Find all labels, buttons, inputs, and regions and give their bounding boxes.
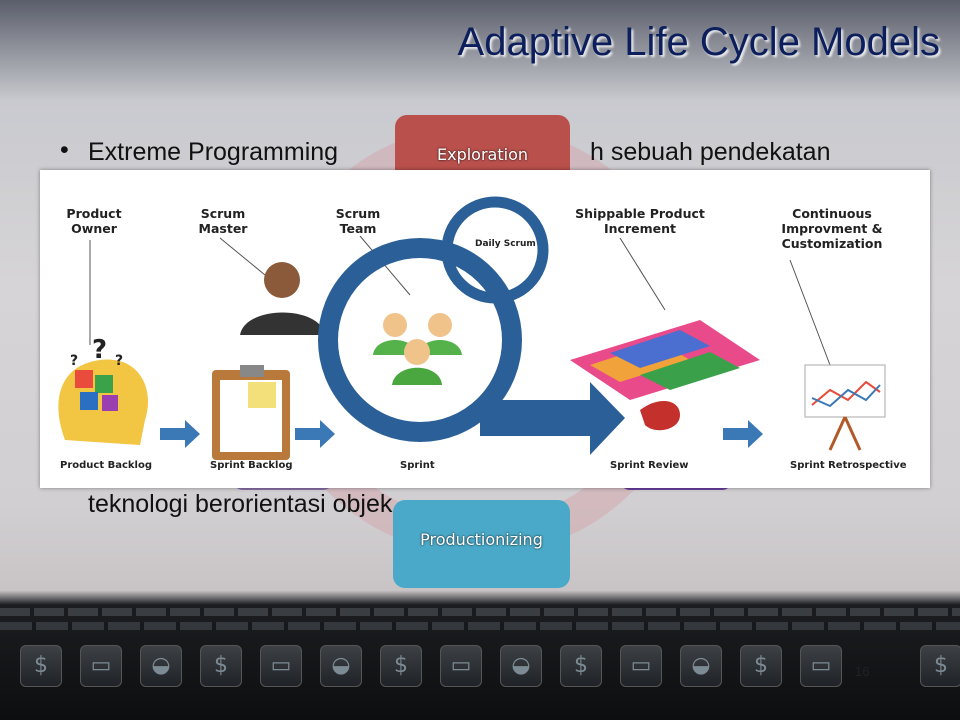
svg-text:?: ? [92,335,107,365]
disk-icon: ◒ [680,645,722,687]
footer-icon-row: $ ▭ ◒ $ ▭ ◒ $ ▭ ◒ $ ▭ ◒ $ ▭ $ [10,645,960,690]
laptop-icon: ▭ [800,645,842,687]
retrospective-board-icon [804,364,886,451]
slide-title: Adaptive Life Cycle Models [457,20,940,64]
dollar-icon: $ [560,645,602,687]
footer-stripe-bottom [0,622,960,630]
laptop-icon: ▭ [80,645,122,687]
label-shippable-increment: Shippable Product Increment [575,206,705,236]
svg-text:?: ? [70,353,78,369]
clipboard-icon [212,365,290,460]
bullet-text-end: h sebuah pendekatan [590,138,831,166]
sprint-cycle-arrow [318,196,625,455]
scrum-master-person-icon [240,262,325,335]
dollar-icon: $ [740,645,782,687]
page-number: 16 [855,664,870,679]
label-sprint-review: Sprint Review [610,460,689,471]
bullet-dot: • [60,136,69,164]
footer-decoration [0,600,960,720]
phase-productionizing-label: Productionizing [420,530,543,549]
laptop-icon: ▭ [440,645,482,687]
scrum-diagram: Product Owner Scrum Master Scrum Team Sh… [40,170,930,488]
scrum-graphics: ? ? ? Daily Scrum [58,196,886,460]
disk-icon: ◒ [320,645,362,687]
puzzle-increment-icon [570,320,760,431]
bullet-text-last-line: teknologi berorientasi objek [88,490,393,518]
label-product-owner: Product Owner [66,206,122,236]
laptop-icon: ▭ [620,645,662,687]
label-continuous-improvement: Continuous Improvment & Customization [781,206,883,251]
disk-icon: ◒ [500,645,542,687]
label-scrum-team: Scrum Team [335,206,381,236]
footer-stripe-top [0,608,960,616]
phase-productionizing: Productionizing [393,500,570,588]
label-product-backlog: Product Backlog [60,460,153,471]
bullet-text-start: Extreme Programming [88,138,339,166]
svg-text:?: ? [115,353,123,369]
label-scrum-master: Scrum Master [198,206,248,236]
head-puzzle-icon: ? ? ? [58,335,148,445]
label-sprint-retrospective: Sprint Retrospective [790,460,907,471]
dollar-icon: $ [20,645,62,687]
disk-icon: ◒ [140,645,182,687]
scrum-team-people-icon [373,313,462,385]
label-daily: Daily Scrum [475,239,536,249]
label-sprint-backlog: Sprint Backlog [210,460,293,471]
label-sprint: Sprint [400,460,435,471]
laptop-icon: ▭ [260,645,302,687]
dollar-icon: $ [200,645,242,687]
dollar-icon: $ [920,645,960,687]
phase-exploration-label: Exploration [437,145,528,164]
dollar-icon: $ [380,645,422,687]
